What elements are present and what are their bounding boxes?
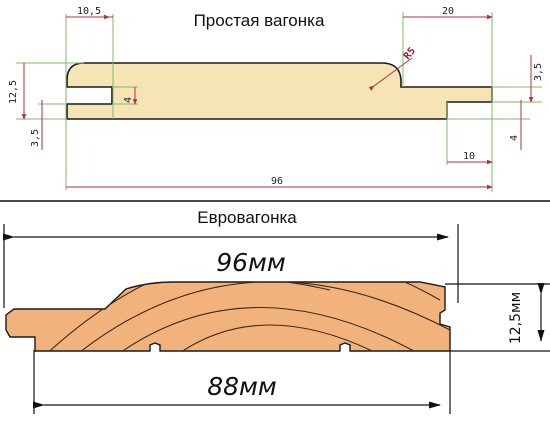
dim-groove-depth: 3,5: [30, 129, 41, 147]
dimension-lines: [21, 14, 534, 190]
euro-lining-profile: [5, 281, 451, 352]
dim-full-width: 96мм: [216, 248, 286, 277]
simple-lining-profile: [66, 62, 493, 120]
dim-total-width: 96: [271, 176, 283, 187]
dim-radius: R5: [402, 46, 418, 62]
dim-right-width: 20: [442, 6, 454, 17]
dim-groove-height: 4: [123, 97, 134, 103]
dim-face-width: 88мм: [207, 372, 277, 401]
dim-tongue-depth: 4: [509, 135, 520, 141]
simple-lining-diagram: Простая вагонка: [8, 6, 544, 192]
extension-lines: [16, 12, 542, 192]
dim-height: 12,5: [8, 80, 19, 104]
euro-lining-diagram: Евровагонка 96мм 88мм 12,5мм: [3, 208, 550, 414]
dim-euro-height: 12,5мм: [508, 292, 524, 344]
dim-left-width: 10,5: [77, 6, 101, 17]
dim-tongue-height: 3,5: [533, 63, 544, 81]
dim-bottom-right: 10: [463, 151, 475, 162]
simple-lining-title: Простая вагонка: [194, 11, 325, 30]
euro-lining-title: Евровагонка: [197, 208, 297, 227]
